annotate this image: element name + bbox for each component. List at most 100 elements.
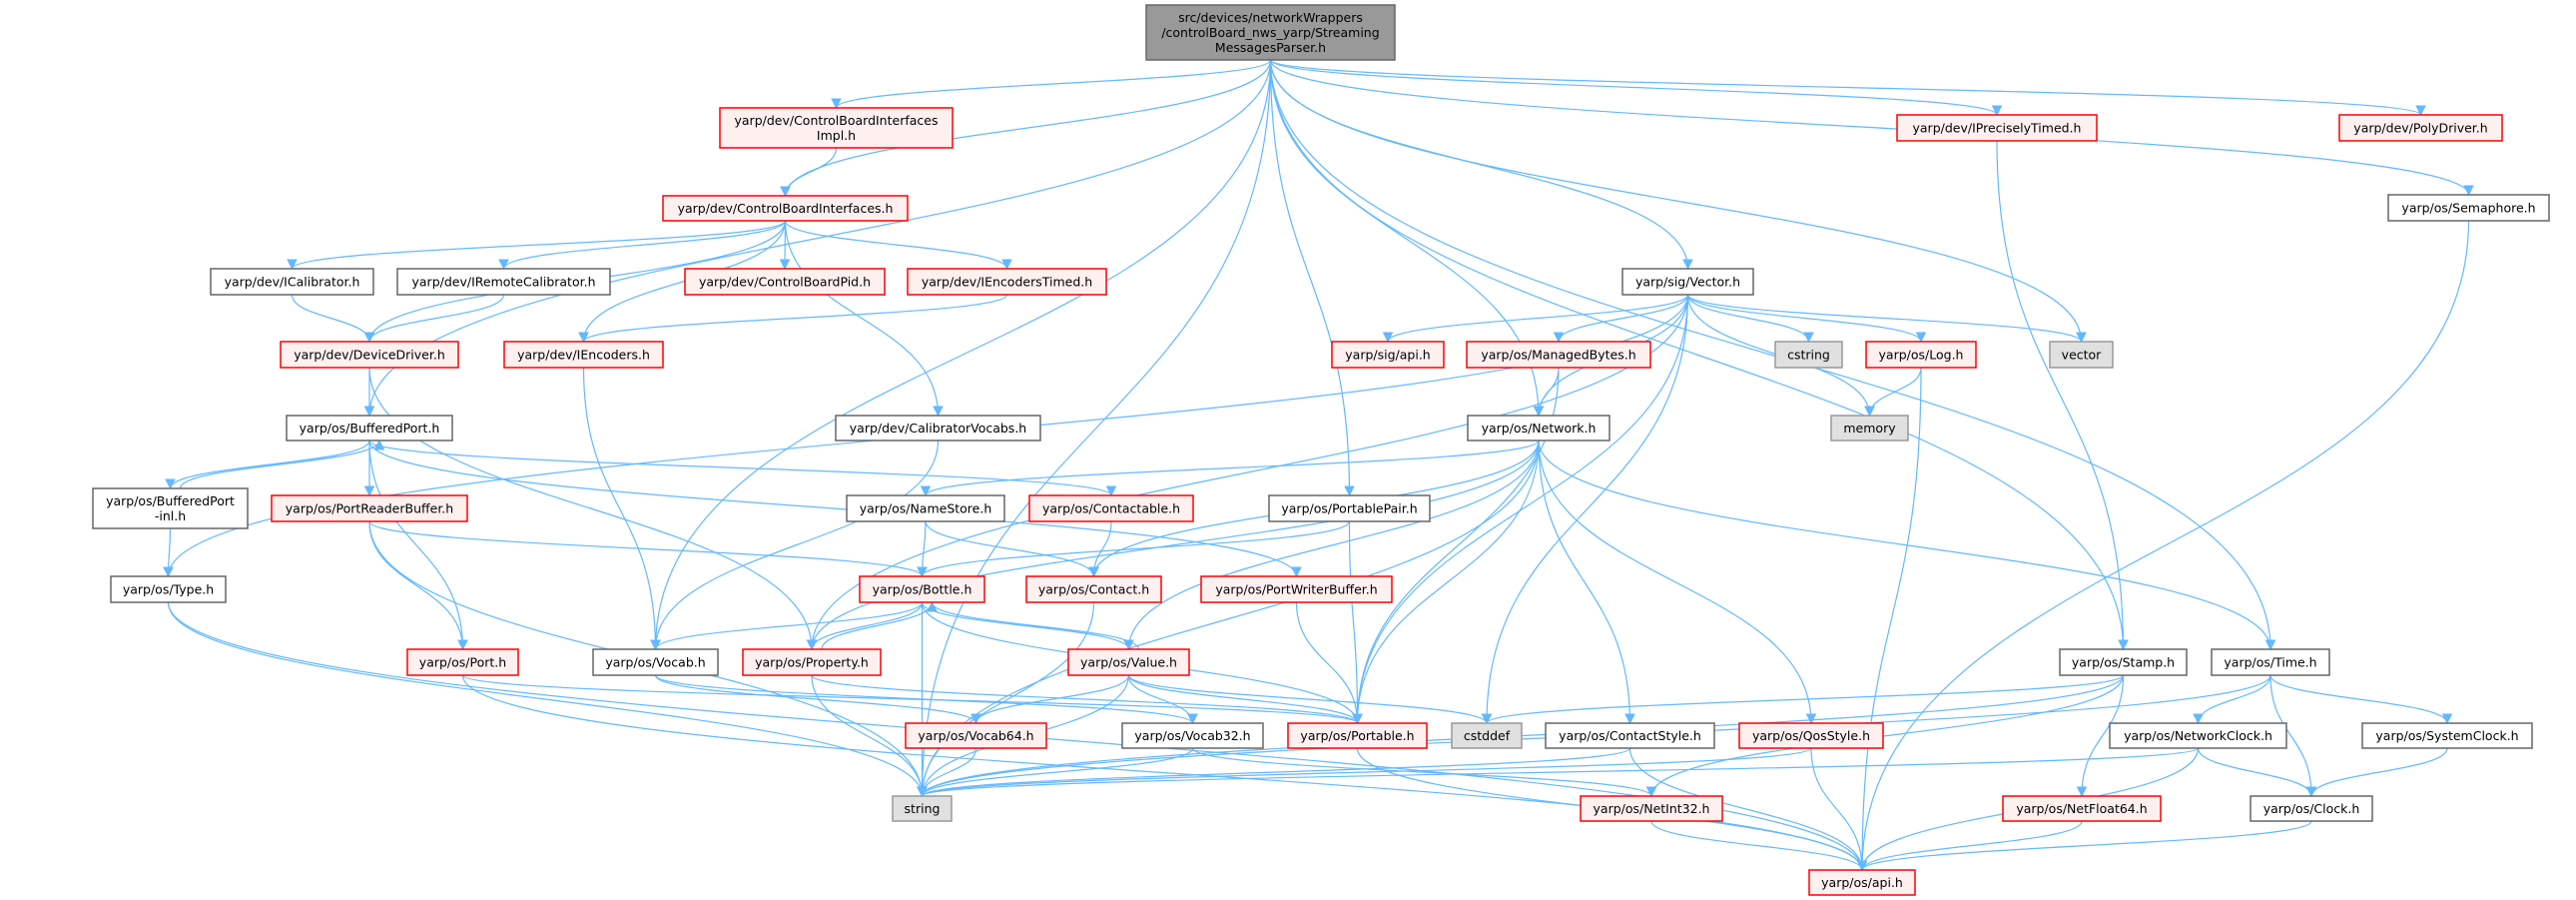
node-ienctimed[interactable]: yarp/dev/IEncodersTimed.h: [907, 268, 1107, 296]
node-box: [907, 268, 1107, 296]
node-iencoders[interactable]: yarp/dev/IEncoders.h: [503, 341, 664, 369]
node-box: [1774, 341, 1843, 369]
node-value[interactable]: yarp/os/Value.h: [1067, 648, 1190, 676]
node-portwriterbuf[interactable]: yarp/os/PortWriterBuffer.h: [1200, 575, 1393, 603]
edge-namestore-to-contact: [925, 520, 1099, 578]
node-box: [1896, 114, 2098, 142]
node-iprectimed[interactable]: yarp/dev/IPreciselyTimed.h: [1896, 114, 2098, 142]
node-stamp[interactable]: yarp/os/Stamp.h: [2059, 648, 2188, 676]
node-contactstyle[interactable]: yarp/os/ContactStyle.h: [1545, 722, 1715, 749]
node-vocab64[interactable]: yarp/os/Vocab64.h: [905, 722, 1047, 749]
node-calibvocabs[interactable]: yarp/dev/CalibratorVocabs.h: [835, 415, 1041, 442]
node-box: [280, 341, 459, 369]
node-label: -inl.h: [155, 508, 186, 523]
edge-bufport-to-contactable: [368, 440, 1117, 497]
node-netint32[interactable]: yarp/os/NetInt32.h: [1580, 795, 1723, 822]
node-portreaderbuf[interactable]: yarp/os/PortReaderBuffer.h: [271, 494, 468, 522]
node-systemclock[interactable]: yarp/os/SystemClock.h: [2361, 722, 2533, 749]
node-log[interactable]: yarp/os/Log.h: [1865, 341, 1977, 369]
node-label: MessagesParser.h: [1215, 40, 1326, 55]
edge-stamp-to-cstddef: [1481, 674, 2125, 725]
node-vector_h[interactable]: yarp/sig/Vector.h: [1621, 268, 1754, 296]
node-portable[interactable]: yarp/os/Portable.h: [1287, 722, 1428, 749]
node-type[interactable]: yarp/os/Type.h: [110, 575, 227, 603]
node-label: yarp/os/BufferedPort.h: [300, 421, 440, 436]
node-managedbytes[interactable]: yarp/os/ManagedBytes.h: [1466, 341, 1651, 369]
node-netfloat64[interactable]: yarp/os/NetFloat64.h: [2002, 795, 2162, 822]
edge-portreaderbuf-to-bottle: [368, 520, 928, 578]
node-label: yarp/dev/ControlBoardInterfaces.h: [678, 201, 894, 216]
node-box: [2338, 114, 2503, 142]
node-api[interactable]: yarp/os/api.h: [1808, 869, 1916, 896]
node-polydriver[interactable]: yarp/dev/PolyDriver.h: [2338, 114, 2503, 142]
node-icalib[interactable]: yarp/dev/ICalibrator.h: [210, 268, 374, 296]
edge-vector_h-to-managedbytes: [1553, 294, 1689, 344]
node-label: yarp/os/api.h: [1821, 875, 1903, 890]
node-bottle[interactable]: yarp/os/Bottle.h: [859, 575, 985, 603]
node-label: string: [905, 801, 941, 816]
node-time[interactable]: yarp/os/Time.h: [2211, 648, 2330, 676]
node-networkclock[interactable]: yarp/os/NetworkClock.h: [2109, 722, 2287, 749]
edge-network-to-namestore: [920, 440, 1540, 497]
node-box: [1621, 268, 1754, 296]
node-bufportinl[interactable]: yarp/os/BufferedPort-inl.h: [92, 487, 249, 529]
node-box: [835, 415, 1041, 442]
node-vocab32[interactable]: yarp/os/Vocab32.h: [1121, 722, 1264, 749]
node-contact[interactable]: yarp/os/Contact.h: [1025, 575, 1162, 603]
node-iremcalib[interactable]: yarp/dev/IRemoteCalibrator.h: [396, 268, 611, 296]
edge-stamp-to-netfloat64: [2076, 674, 2125, 798]
node-label: yarp/os/Type.h: [123, 582, 214, 597]
edge-value-to-vocab64: [970, 674, 1130, 725]
node-label: yarp/dev/ControlBoardInterfaces: [735, 113, 939, 128]
node-label: yarp/os/Property.h: [755, 655, 869, 670]
node-devdriver[interactable]: yarp/dev/DeviceDriver.h: [280, 341, 459, 369]
node-label: yarp/dev/ControlBoardPid.h: [699, 275, 871, 290]
node-bufport[interactable]: yarp/os/BufferedPort.h: [286, 415, 453, 442]
node-box: [1467, 415, 1610, 442]
node-box: [2059, 648, 2188, 676]
edge-netint32-to-api: [1650, 820, 1868, 872]
node-label: yarp/os/NetworkClock.h: [2124, 728, 2272, 743]
node-network[interactable]: yarp/os/Network.h: [1467, 415, 1610, 442]
node-box: [1331, 341, 1445, 369]
node-contactable[interactable]: yarp/os/Contactable.h: [1028, 494, 1194, 522]
node-namestore[interactable]: yarp/os/NameStore.h: [846, 494, 1005, 522]
node-port[interactable]: yarp/os/Port.h: [406, 648, 519, 676]
node-box: [662, 195, 909, 222]
node-label: Impl.h: [817, 128, 856, 143]
node-sigapi[interactable]: yarp/sig/api.h: [1331, 341, 1445, 369]
node-box: [592, 648, 719, 676]
node-portablepair[interactable]: yarp/os/PortablePair.h: [1268, 494, 1431, 522]
node-semaphore[interactable]: yarp/os/Semaphore.h: [2387, 194, 2550, 222]
edge-property-to-portable: [811, 674, 1363, 725]
edge-type-to-string: [167, 601, 928, 798]
edge-value-to-portable: [1127, 674, 1363, 725]
node-box: [1738, 722, 1884, 749]
node-label: yarp/os/Port.h: [419, 655, 506, 670]
node-clock[interactable]: yarp/os/Clock.h: [2250, 795, 2373, 822]
edge-vocab32-to-netint32: [1191, 747, 1657, 798]
node-label: yarp/os/Network.h: [1482, 421, 1597, 436]
node-vocab[interactable]: yarp/os/Vocab.h: [592, 648, 719, 676]
edge-value-to-bottle: [927, 600, 1140, 650]
edge-property-to-string: [811, 674, 928, 798]
node-box: [1451, 722, 1523, 749]
node-box: [92, 487, 249, 529]
node-qosstyle[interactable]: yarp/os/QosStyle.h: [1738, 722, 1884, 749]
node-cbpid[interactable]: yarp/dev/ControlBoardPid.h: [684, 268, 886, 296]
node-label: yarp/os/ManagedBytes.h: [1481, 348, 1635, 363]
edge-contact-to-string: [917, 601, 1095, 798]
edge-vector_h-to-portable: [1352, 294, 1689, 725]
edge-stamp-to-netint32: [1645, 674, 2125, 798]
node-cbi[interactable]: yarp/dev/ControlBoardInterfaces.h: [662, 195, 909, 222]
edge-port-to-api: [461, 674, 1868, 872]
node-label: cstring: [1787, 348, 1830, 363]
node-label: yarp/os/Portable.h: [1300, 728, 1414, 743]
node-label: yarp/os/Vocab32.h: [1134, 728, 1250, 743]
node-property[interactable]: yarp/os/Property.h: [742, 648, 882, 676]
edge-contactstyle-to-api: [1628, 747, 1868, 872]
node-box: [1865, 341, 1977, 369]
edge-iencoders-to-vocab: [582, 367, 661, 651]
